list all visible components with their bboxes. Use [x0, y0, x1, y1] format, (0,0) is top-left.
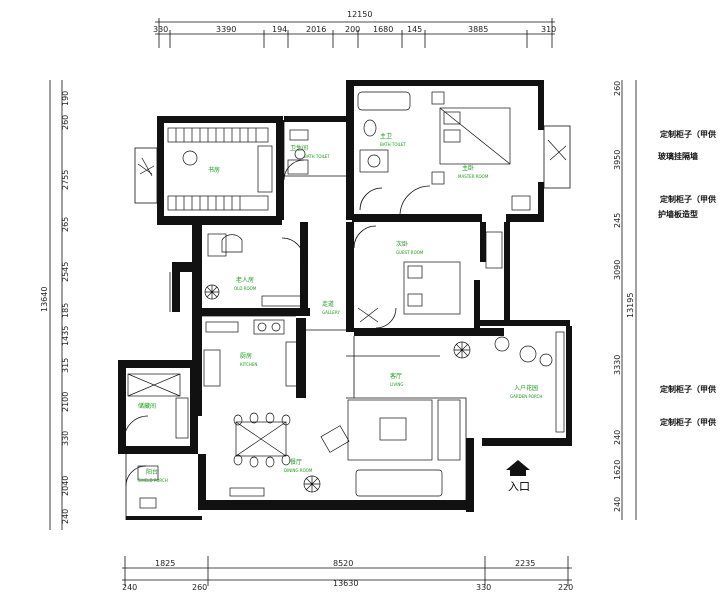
left-dim-4: 265 [61, 217, 70, 232]
room-bath-a-en: BATH TOILET [304, 154, 330, 159]
right-dim-7: 1620 [613, 460, 622, 480]
right-dim-8: 240 [613, 497, 622, 512]
room-bath-a: 卫生间 [290, 144, 308, 152]
bottom-small-2: 260 [192, 583, 207, 592]
left-dim-12: 240 [61, 509, 70, 524]
left-dim-7: 1435 [61, 326, 70, 346]
right-dim-2: 3950 [613, 150, 622, 170]
room-garden: 入户花园 [514, 384, 538, 392]
room-living-en: LIVING [390, 382, 403, 387]
room-master: 主卧 [462, 164, 474, 172]
bottom-dim-3: 2235 [515, 559, 535, 568]
room-living: 客厅 [390, 372, 402, 380]
room-guest-en: GUEST ROOM [396, 250, 424, 255]
furniture [127, 91, 567, 509]
room-garden-en: GARDEN PORCH [510, 394, 542, 399]
room-labels: 书房 卫生间 BATH TOILET 主卫 BATH TOILET 主卧 MAS… [138, 132, 542, 483]
left-dim-1: 190 [61, 91, 70, 106]
room-old: 老人房 [236, 276, 254, 284]
entrance-label: 入口 [508, 480, 530, 493]
top-dim-6: 1680 [373, 25, 393, 34]
top-dim-9: 310 [541, 25, 556, 34]
top-dim-8: 3885 [468, 25, 488, 34]
thin-lines [125, 122, 571, 520]
bottom-dim-2: 8520 [333, 559, 353, 568]
left-dim-10: 330 [61, 431, 70, 446]
note-cabinet-4: 定制柜子（甲供 [660, 418, 716, 427]
right-dim-1: 260 [613, 81, 622, 96]
left-dim-6: 185 [61, 303, 70, 318]
right-dim-4: 3090 [613, 260, 622, 280]
room-guest: 次卧 [396, 240, 408, 248]
top-dim-7: 145 [407, 25, 422, 34]
top-dim-1: 330 [153, 25, 168, 34]
left-dim-3: 2755 [61, 170, 70, 190]
note-cabinet-2: 定制柜子（甲供 [660, 195, 716, 204]
room-master-en: MASTER ROOM [458, 174, 489, 179]
top-dim-5: 200 [345, 25, 360, 34]
note-glass-wall: 玻璃挂隔墙 [658, 152, 698, 161]
right-dim-6: 240 [613, 430, 622, 445]
top-dim-4: 2016 [306, 25, 326, 34]
right-dim-3: 245 [613, 213, 622, 228]
right-total-dim: 13195 [626, 293, 635, 318]
bottom-small-1: 240 [122, 583, 137, 592]
note-cabinet-1: 定制柜子（甲供 [660, 130, 716, 139]
left-dim-8: 315 [61, 358, 70, 373]
top-dim-2: 3390 [216, 25, 236, 34]
room-study: 书房 [208, 166, 220, 174]
left-dim-2: 260 [61, 115, 70, 130]
room-kitchen-en: KITCHEN [240, 362, 257, 367]
room-gallery-en: GALLERY [322, 310, 340, 315]
room-old-en: OLD ROOM [234, 286, 257, 291]
top-dimension-chain: 12150 330 3390 194 2016 200 1680 145 388… [153, 10, 556, 48]
walls [118, 80, 572, 520]
bookshelf-top [175, 128, 257, 142]
door-swings [123, 159, 431, 487]
left-dim-5: 2545 [61, 262, 70, 282]
room-bath-b-en: BATH TOILET [380, 142, 406, 147]
room-dining: 餐厅 [290, 458, 302, 466]
room-porch: 阳台 [146, 468, 158, 476]
bottom-small-3: 330 [476, 583, 491, 592]
note-cabinet-3: 定制柜子（甲供 [660, 385, 716, 394]
bottom-small-4: 220 [558, 583, 573, 592]
bottom-dimension-chain: 1825 8520 2235 13630 240 260 330 220 [122, 556, 573, 592]
right-dimension-chain: 260 3950 245 3090 3330 240 1620 240 1319… [613, 80, 637, 520]
bookshelf-bottom [175, 196, 241, 210]
right-dim-5: 3330 [613, 355, 622, 375]
room-dining-en: DINING ROOM [284, 468, 313, 473]
left-dim-9: 2100 [61, 392, 70, 412]
note-wall-panel: 护墙板造型 [658, 210, 698, 219]
left-total-dim: 13640 [40, 287, 49, 312]
left-dimension-chain: 13640 190 260 2755 265 2545 185 1435 315… [40, 80, 70, 530]
room-storage: 储藏间 [138, 402, 156, 410]
room-kitchen: 厨房 [240, 352, 252, 360]
left-dim-11: 2040 [61, 476, 70, 496]
entrance-marker: 入口 [506, 460, 530, 493]
room-bath-b: 主卫 [380, 132, 392, 140]
room-porch-en: SHIELD PORCH [138, 478, 168, 483]
bottom-dim-1: 1825 [155, 559, 175, 568]
room-gallery: 走道 [322, 300, 334, 308]
bottom-total-dim: 13630 [333, 579, 358, 588]
top-dim-3: 194 [272, 25, 287, 34]
top-total-dim: 12150 [347, 10, 372, 19]
